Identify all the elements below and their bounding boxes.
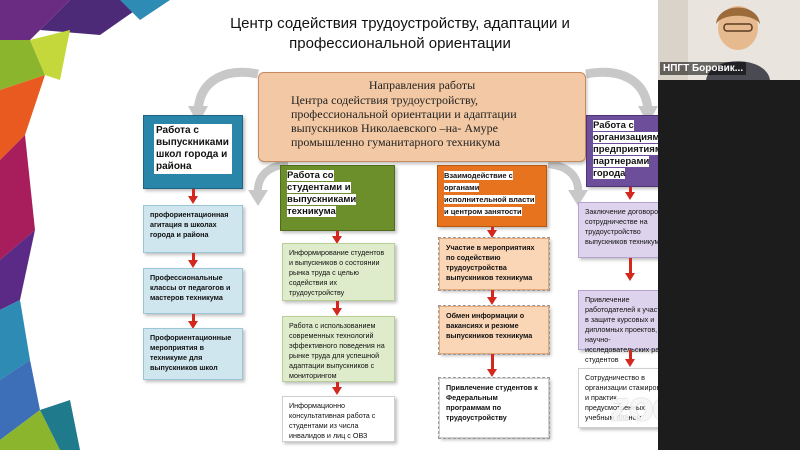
col2-item-2: Работа с использованием современных техн… bbox=[282, 316, 395, 382]
col4-item-3-text: Сотрудничество в организации стажировок … bbox=[585, 373, 658, 422]
work-directions-scroll: Направления работы Центра содействия тру… bbox=[258, 72, 586, 162]
col3-item-3: Привлечение студентов к Федеральным прог… bbox=[438, 377, 550, 439]
col4-item-1: Заключение договоров о сотрудничестве на… bbox=[578, 202, 658, 258]
arrow-stem bbox=[629, 187, 632, 193]
arrow-down-icon bbox=[487, 369, 497, 377]
arrow-down-icon bbox=[188, 321, 198, 329]
arrow-stem bbox=[336, 231, 339, 237]
arrow-stem bbox=[491, 227, 494, 231]
arrow-stem bbox=[629, 350, 632, 360]
scroll-body: Центра содействия трудоустройству, профе… bbox=[291, 93, 517, 149]
col4-item-3: Сотрудничество в организации стажировок … bbox=[578, 368, 658, 428]
col3-item-3-text: Привлечение студентов к Федеральным прог… bbox=[446, 383, 538, 422]
curved-arrow-mid-right-icon bbox=[547, 160, 588, 206]
col3-head-text: Взаимодействие с органами исполнительной… bbox=[444, 171, 535, 216]
arrow-stem bbox=[336, 301, 339, 309]
col3-head: Взаимодействие с органами исполнительной… bbox=[437, 165, 547, 227]
col3-item-1: Участие в мероприятиях по содействию тру… bbox=[438, 237, 550, 291]
col2-item-3: Информационно консультативная работа с с… bbox=[282, 396, 395, 442]
col2-item-2-text: Работа с использованием современных техн… bbox=[289, 321, 385, 380]
arrow-stem bbox=[192, 314, 195, 322]
col3-item-2: Обмен информации о вакансиях и резюме вы… bbox=[438, 305, 550, 355]
col4-item-1-text: Заключение договоров о сотрудничестве на… bbox=[585, 207, 658, 246]
presentation-slide: Центр содействия трудоустройству, адапта… bbox=[0, 0, 658, 450]
scroll-heading: Направления работы bbox=[368, 78, 476, 92]
slide-title-line-2: профессиональной ориентации bbox=[289, 35, 511, 52]
arrow-down-icon bbox=[332, 236, 342, 244]
arrow-down-icon bbox=[332, 308, 342, 316]
zoom-watermark: zoom bbox=[610, 385, 658, 429]
col4-item-2-text: Привлечение работодателей к участию в за… bbox=[585, 295, 658, 364]
col4-item-2: Привлечение работодателей к участию в за… bbox=[578, 290, 658, 364]
arrow-down-icon bbox=[625, 273, 635, 281]
slide-decoration bbox=[0, 0, 170, 450]
col1-item-2: Профессиональные классы от педагогов и м… bbox=[143, 268, 243, 314]
col2-item-3-text: Информационно консультативная работа с с… bbox=[289, 401, 376, 440]
col2-head: Работа со студентами и выпускниками техн… bbox=[280, 165, 395, 231]
arrow-stem bbox=[192, 253, 195, 261]
arrow-down-icon bbox=[487, 230, 497, 238]
slide-title-line-1: Центр содействия трудоустройству, адапта… bbox=[230, 15, 570, 32]
col3-item-2-text: Обмен информации о вакансиях и резюме вы… bbox=[446, 311, 533, 340]
col1-head: Работа с выпускниками школ города и райо… bbox=[143, 115, 243, 189]
col2-head-text: Работа со студентами и выпускниками техн… bbox=[287, 170, 357, 217]
col2-item-1-text: Информирование студентов и выпускников о… bbox=[289, 248, 385, 297]
col1-item-3: Профориентационные мероприятия в технику… bbox=[143, 328, 243, 380]
arrow-down-icon bbox=[625, 359, 635, 367]
arrow-stem bbox=[192, 189, 195, 197]
slide-title: Центр содействия трудоустройству, адапта… bbox=[200, 14, 600, 54]
col3-item-1-text: Участие в мероприятиях по содействию тру… bbox=[446, 243, 535, 282]
col4-head: Работа с организациями и предприятиями-п… bbox=[586, 115, 658, 187]
col4-head-text: Работа с организациями и предприятиями-п… bbox=[593, 120, 658, 179]
participant-video-tile[interactable]: НПГТ Боровик... bbox=[658, 0, 800, 80]
curved-arrow-mid-left-icon bbox=[248, 160, 289, 206]
arrow-down-icon bbox=[188, 196, 198, 204]
arrow-down-icon bbox=[332, 387, 342, 395]
arrow-stem bbox=[491, 290, 494, 298]
col1-item-2-text: Профессиональные классы от педагогов и м… bbox=[150, 273, 231, 302]
arrow-down-icon bbox=[487, 297, 497, 305]
arrow-down-icon bbox=[188, 260, 198, 268]
participant-name: НПГТ Боровик... bbox=[660, 62, 747, 75]
col1-item-1: профориентационная агитация в школах гор… bbox=[143, 205, 243, 253]
col1-head-text: Работа с выпускниками школ города и райо… bbox=[154, 124, 232, 174]
arrow-stem bbox=[336, 382, 339, 388]
arrow-stem bbox=[629, 258, 632, 274]
arrow-down-icon bbox=[625, 192, 635, 200]
arrow-stem bbox=[491, 354, 494, 370]
col1-item-1-text: профориентационная агитация в школах гор… bbox=[150, 210, 229, 239]
col2-item-1: Информирование студентов и выпускников о… bbox=[282, 243, 395, 301]
col1-item-3-text: Профориентационные мероприятия в технику… bbox=[150, 333, 232, 372]
